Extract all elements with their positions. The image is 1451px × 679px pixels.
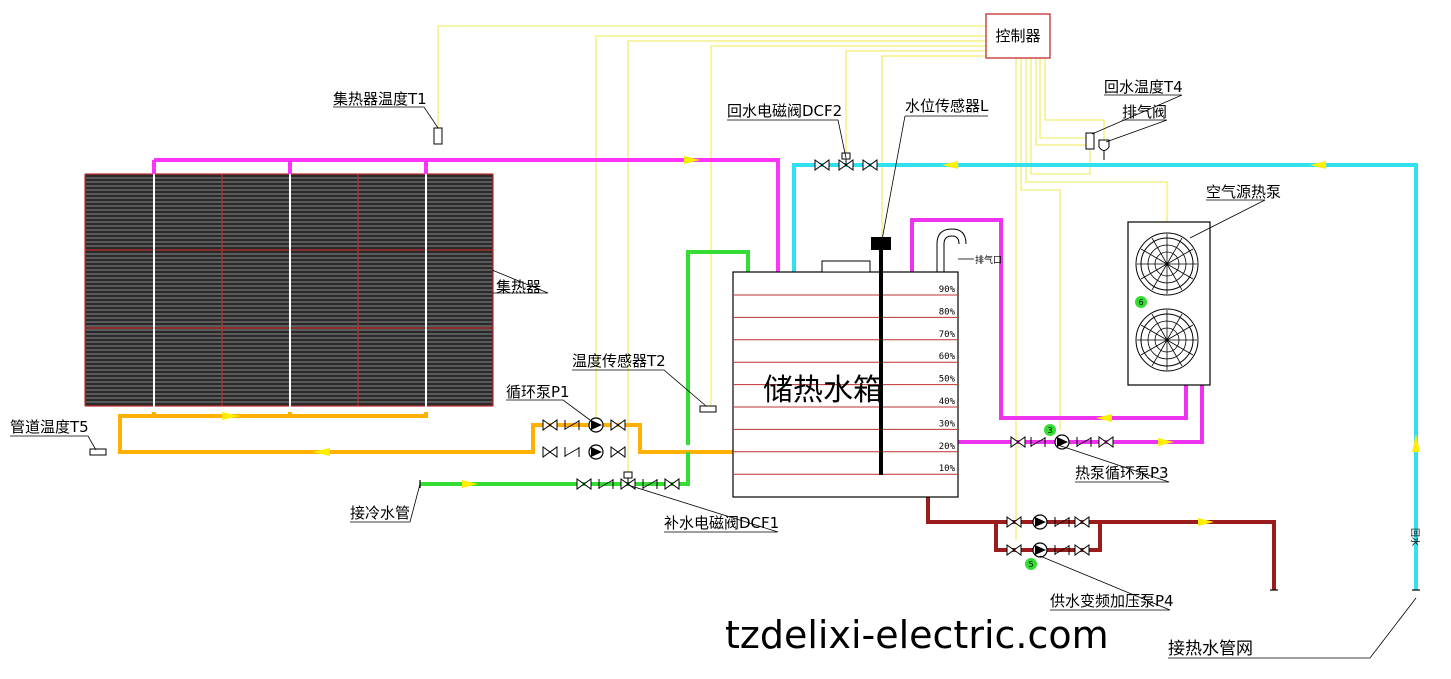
sensor-t1-icon	[433, 127, 443, 145]
label-hot-water-network: 接热水管网	[1168, 639, 1253, 659]
gate-valve-icon	[576, 478, 592, 490]
flow-arrow	[1310, 161, 1326, 169]
gate-valve-icon	[1074, 516, 1090, 528]
marker-5: 5	[1025, 558, 1037, 570]
marker-3: 3	[1044, 424, 1056, 436]
check-valve-icon	[564, 447, 580, 457]
cold-water-pipe	[420, 250, 750, 486]
heat-pump-loop-pipe	[910, 218, 1204, 444]
level-sensor-head	[871, 237, 891, 250]
gate-valve-icon	[1098, 436, 1114, 448]
sensor-t5-icon	[89, 448, 107, 456]
fan-icon	[1135, 308, 1199, 372]
flow-arrow	[462, 480, 478, 488]
tank-level-label: 10%	[939, 464, 956, 474]
tank-level-label: 80%	[939, 307, 956, 317]
check-valve-icon	[1030, 437, 1046, 447]
gate-valve-icon	[1074, 544, 1090, 556]
control-signal-lines	[437, 25, 1168, 540]
label-pipe-temp-t5: 管道温度T5	[10, 418, 89, 436]
level-sensor-probe	[879, 250, 883, 475]
gate-valve-icon	[1010, 436, 1026, 448]
solenoid-valve-icon	[841, 152, 851, 165]
storage-tank	[732, 228, 967, 498]
pump-icon	[1054, 434, 1070, 450]
gate-valve-icon	[542, 446, 558, 458]
label-collector-temp-t1: 集热器温度T1	[333, 90, 427, 108]
check-valve-icon	[1054, 545, 1070, 555]
watermark: tzdelixi-electric.com	[725, 613, 1109, 657]
flow-arrow	[684, 156, 700, 164]
controller-label: 控制器	[995, 27, 1040, 45]
tank-level-label: 90%	[939, 285, 956, 295]
label-temp-sensor-t2: 温度传感器T2	[572, 352, 666, 370]
tank-level-label: 20%	[939, 442, 956, 452]
gate-valve-icon	[1006, 544, 1022, 556]
pump-icon	[1032, 514, 1048, 530]
label-level-sensor: 水位传感器L	[905, 97, 989, 115]
label-heat-pump-circ-p3: 热泵循环泵P3	[1075, 464, 1169, 482]
check-valve-icon	[564, 420, 580, 430]
label-vent-valve: 排气阀	[1122, 103, 1167, 121]
solenoid-valve-body-icon	[838, 159, 854, 171]
check-valve-icon	[1076, 437, 1092, 447]
gate-valve-icon	[814, 159, 830, 171]
svg-text:5: 5	[1028, 560, 1033, 569]
check-valve-icon	[642, 479, 658, 489]
flow-arrow	[942, 161, 958, 169]
tank-level-label: 60%	[939, 352, 956, 362]
flow-arrow	[312, 448, 330, 456]
fan-icon	[1135, 232, 1199, 296]
tank-level-label: 70%	[939, 330, 956, 340]
hot-water-supply-pipe	[926, 497, 1276, 590]
label-air-source-heat-pump: 空气源热泵	[1206, 183, 1281, 201]
tank-level-label: 30%	[939, 419, 956, 429]
flow-arrow	[222, 412, 240, 420]
gate-valve-icon	[1006, 516, 1022, 528]
flow-arrow	[1412, 434, 1420, 452]
return-water-pipe	[792, 163, 1418, 590]
solar-return-pipe	[118, 412, 733, 454]
svg-text:6: 6	[1138, 298, 1143, 307]
tank-level-label: 50%	[939, 375, 956, 385]
sensor-t4-icon	[1085, 132, 1095, 150]
label-tank-title: 储热水箱	[763, 373, 883, 408]
collector-array	[84, 170, 494, 412]
label-cold-water-inlet: 接冷水管	[350, 504, 410, 522]
gate-valve-icon	[862, 159, 878, 171]
label-makeup-valve-dcf1: 补水电磁阀DCF1	[664, 514, 779, 532]
gate-valve-icon	[610, 446, 626, 458]
tank-level-label: 40%	[939, 397, 956, 407]
controller-box	[985, 13, 1051, 59]
check-valve-icon	[598, 479, 614, 489]
pump-icon	[588, 444, 604, 460]
flow-arrow	[1198, 518, 1214, 526]
label-supply-pump-p4: 供水变频加压泵P4	[1050, 592, 1174, 610]
flow-arrow	[1096, 414, 1112, 422]
pump-icon	[1032, 542, 1048, 558]
flow-arrow	[1158, 438, 1174, 446]
collector-supply-pipe	[152, 158, 780, 272]
check-valve-icon	[1054, 517, 1070, 527]
vent-port-icon	[936, 228, 967, 272]
label-return-temp-t4: 回水温度T4	[1104, 78, 1183, 96]
valves-and-pumps	[419, 152, 1420, 591]
label-return-valve-dcf2: 回水电磁阀DCF2	[727, 102, 842, 120]
label-collector: 集热器	[496, 278, 541, 296]
leader-lines	[10, 94, 1417, 659]
label-return-pipe-tag: 回水	[1409, 528, 1421, 546]
gate-valve-icon	[664, 478, 680, 490]
label-vent-port: 排气口	[975, 254, 1002, 266]
marker-6: 6	[1135, 296, 1147, 308]
svg-text:3: 3	[1047, 426, 1052, 435]
vent-valve-icon	[1098, 139, 1110, 160]
gate-valve-icon	[542, 419, 558, 431]
pump-icon	[588, 417, 604, 433]
solenoid-valve-icon	[623, 471, 633, 484]
gate-valve-icon	[610, 419, 626, 431]
label-circulation-pump-p1: 循环泵P1	[506, 383, 570, 401]
sensor-t2-icon	[699, 405, 717, 413]
